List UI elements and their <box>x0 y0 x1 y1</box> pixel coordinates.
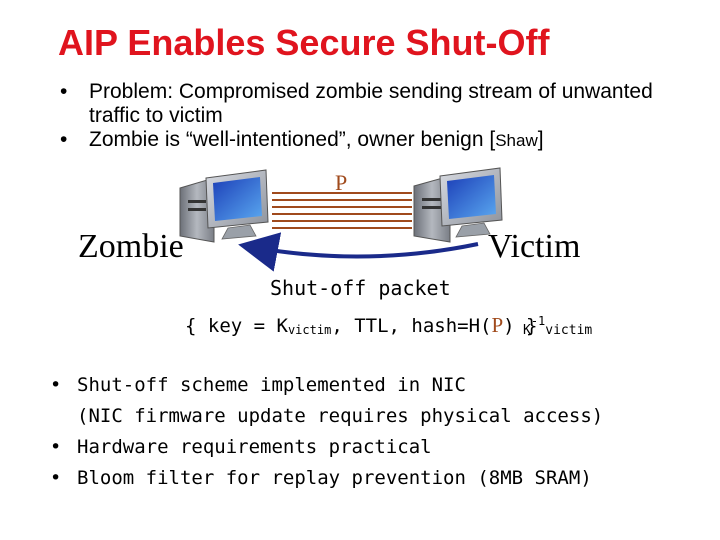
sig-k: K <box>523 323 531 338</box>
sig-sub: victim <box>545 323 593 338</box>
victim-label: Victim <box>488 228 581 265</box>
bullet-nic-line1: Shut-off scheme implemented in NIC <box>77 374 466 396</box>
bullet-hardware: • Hardware requirements practical <box>50 432 710 463</box>
shutoff-packet-body: { key = Kvictim, TTL, hash=H(P) } <box>185 313 537 338</box>
bullet-dot: • <box>50 436 62 458</box>
zombie-label: Zombie <box>78 228 184 265</box>
bullet-problem: • Problem: Compromised zombie sending st… <box>60 80 700 128</box>
shutoff-arrow <box>238 232 479 272</box>
pkt-post: ) } <box>503 315 538 337</box>
slide-title: AIP Enables Secure Shut-Off <box>58 22 550 63</box>
key-subscript: victim <box>287 323 332 337</box>
bullet-bloom-text: Bloom filter for replay prevention (8MB … <box>77 467 592 489</box>
bullet-zombie: • Zombie is “well-intentioned”, owner be… <box>60 128 700 153</box>
pkt-p: P <box>491 313 504 337</box>
citation-shaw: Shaw <box>495 131 538 150</box>
traffic-stream <box>272 192 412 229</box>
bullet-bloom: • Bloom filter for replay prevention (8M… <box>50 463 710 494</box>
pkt-pre: { key = K <box>185 315 288 337</box>
bullet-zombie-text: Zombie is “well-intentioned”, owner beni… <box>89 128 496 151</box>
signature-key: K-1victim <box>523 314 592 338</box>
bullet-dot: • <box>50 467 62 489</box>
zombie-computer-icon <box>179 169 269 243</box>
bullet-dot: • <box>50 374 62 396</box>
bullet-hardware-text: Hardware requirements practical <box>77 436 432 458</box>
bullet-nic: • Shut-off scheme implemented in NIC (NI… <box>50 370 710 432</box>
shutoff-packet-title: Shut-off packet <box>270 276 451 300</box>
packet-label: P <box>335 170 348 195</box>
sig-sup: -1 <box>530 314 546 328</box>
bullet-problem-text: Problem: Compromised zombie sending stre… <box>89 80 653 127</box>
bullet-dot: • <box>60 80 68 103</box>
citation-close: ] <box>537 128 544 151</box>
victim-computer-icon <box>413 167 503 243</box>
bottom-bullet-list: • Shut-off scheme implemented in NIC (NI… <box>50 370 710 494</box>
bullet-nic-line2: (NIC firmware update requires physical a… <box>77 405 604 427</box>
top-bullet-list: • Problem: Compromised zombie sending st… <box>60 80 700 153</box>
bullet-dot: • <box>60 128 68 151</box>
pkt-mid: , TTL, hash=H( <box>331 315 492 337</box>
